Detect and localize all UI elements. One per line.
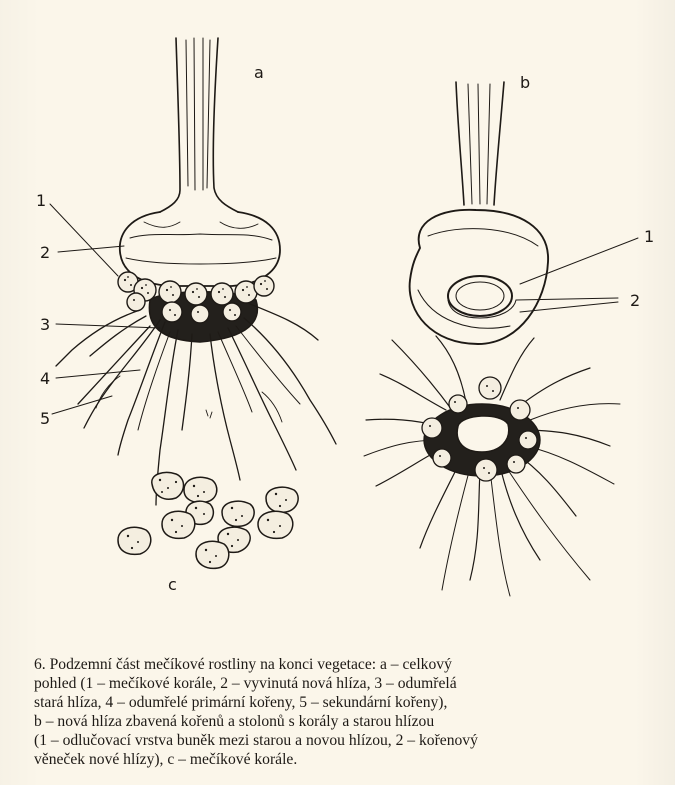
figure-b-stem (456, 82, 504, 205)
figure-b-cut-surface (457, 416, 509, 452)
label-a-1: 1 (36, 191, 46, 210)
caption-line: (1 – odlučovací vrstva buněk mezi starou… (34, 731, 646, 750)
label-a: a (254, 63, 264, 82)
figure-c-cormels (118, 472, 298, 568)
figure-a-stem (160, 38, 238, 212)
caption-line: b – nová hlíza zbavená kořenů a stolonů … (34, 712, 646, 731)
caption-line: stará hlíza, 4 – odumřelé primární kořen… (34, 693, 646, 712)
figure-b-corm (410, 82, 548, 344)
label-a-2: 2 (40, 243, 50, 262)
label-a-5: 5 (40, 409, 50, 428)
gladiolus-illustration: a b c 1 2 3 4 5 1 2 (0, 0, 675, 640)
figure-caption: 6. Podzemní část mečíkové rostliny na ko… (34, 655, 646, 769)
figure-a-stray-mark (206, 410, 212, 418)
figure-a-plant (56, 38, 336, 505)
label-b-1: 1 (644, 227, 654, 246)
figure-a-new-corm (120, 212, 280, 286)
caption-line: pohled (1 – mečíkové korále, 2 – vyvinut… (34, 674, 646, 693)
caption-line: věneček nové hlízy), c – mečíkové korále… (34, 750, 646, 769)
label-c: c (168, 575, 177, 594)
label-a-4: 4 (40, 369, 50, 388)
label-b-2: 2 (630, 291, 640, 310)
figure-b-old-corm-with-cormels (364, 336, 620, 596)
label-b: b (520, 73, 530, 92)
caption-line: 6. Podzemní část mečíkové rostliny na ko… (34, 655, 646, 674)
label-a-3: 3 (40, 315, 50, 334)
